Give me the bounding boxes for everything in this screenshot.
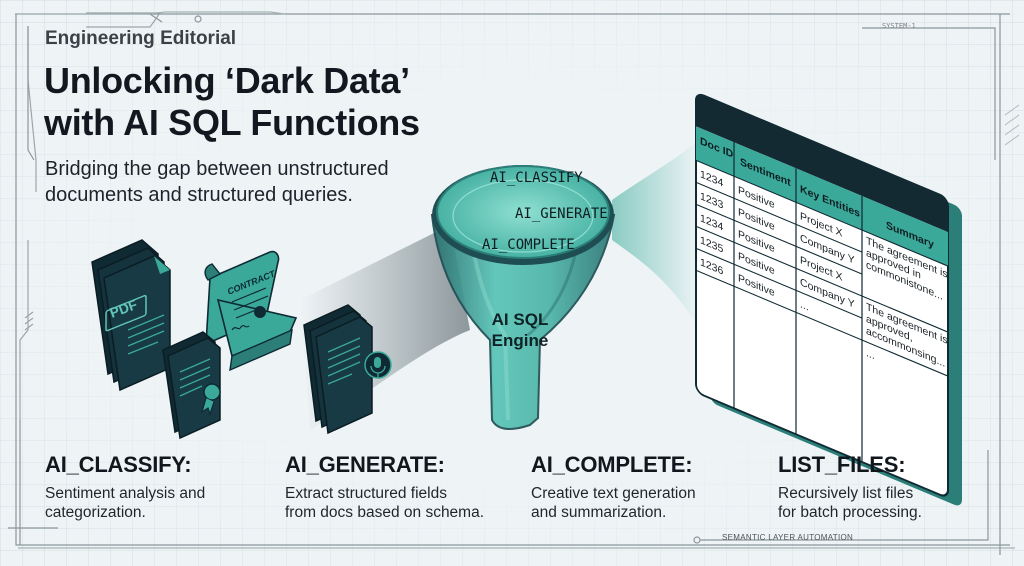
card-title: AI_CLASSIFY:: [45, 452, 192, 477]
funnel-function-ai-complete: AI_COMPLETE: [482, 237, 575, 253]
engine-label-line-2: Engine: [492, 331, 549, 350]
title-line-1: Unlocking ‘Dark Data’: [44, 60, 410, 101]
audio-document-stack-icon: [303, 304, 392, 435]
certificate-document-icon: [162, 331, 221, 440]
contract-scroll-icon: CONTRACT: [204, 250, 298, 372]
footer-tag: SEMANTIC LAYER AUTOMATION: [722, 533, 854, 542]
subtitle-line-1: Bridging the gap between unstructured: [45, 158, 389, 180]
system-tag: SYSTEM-1: [882, 22, 916, 30]
ai-sql-engine-funnel: AI_CLASSIFY AI_GENERATE AI_COMPLETE AI S…: [430, 165, 616, 430]
card-title: AI_COMPLETE:: [531, 452, 693, 477]
page-title: Unlocking ‘Dark Data’ with AI SQL Functi…: [44, 60, 420, 144]
title-line-2: with AI SQL Functions: [44, 102, 420, 143]
card-title: AI_GENERATE:: [285, 452, 445, 477]
output-beam: [612, 140, 700, 330]
kicker-label: Engineering Editorial: [45, 28, 237, 49]
table-cell-summary: ...: [866, 347, 875, 362]
pdf-stack-icon: PDF: [91, 239, 171, 392]
page-subtitle: Bridging the gap between unstructured do…: [45, 156, 445, 208]
funnel-function-ai-classify: AI_CLASSIFY: [490, 170, 583, 186]
subtitle-line-2: documents and structured queries.: [45, 184, 353, 206]
structured-result-table: Doc ID Sentiment Key Entities Summary 12…: [695, 93, 962, 506]
table-cell-entity: ...: [800, 298, 809, 313]
funnel-function-ai-generate: AI_GENERATE: [515, 206, 608, 222]
engine-label-line-1: AI SQL: [492, 310, 549, 329]
card-title: LIST_FILES:: [778, 452, 906, 477]
